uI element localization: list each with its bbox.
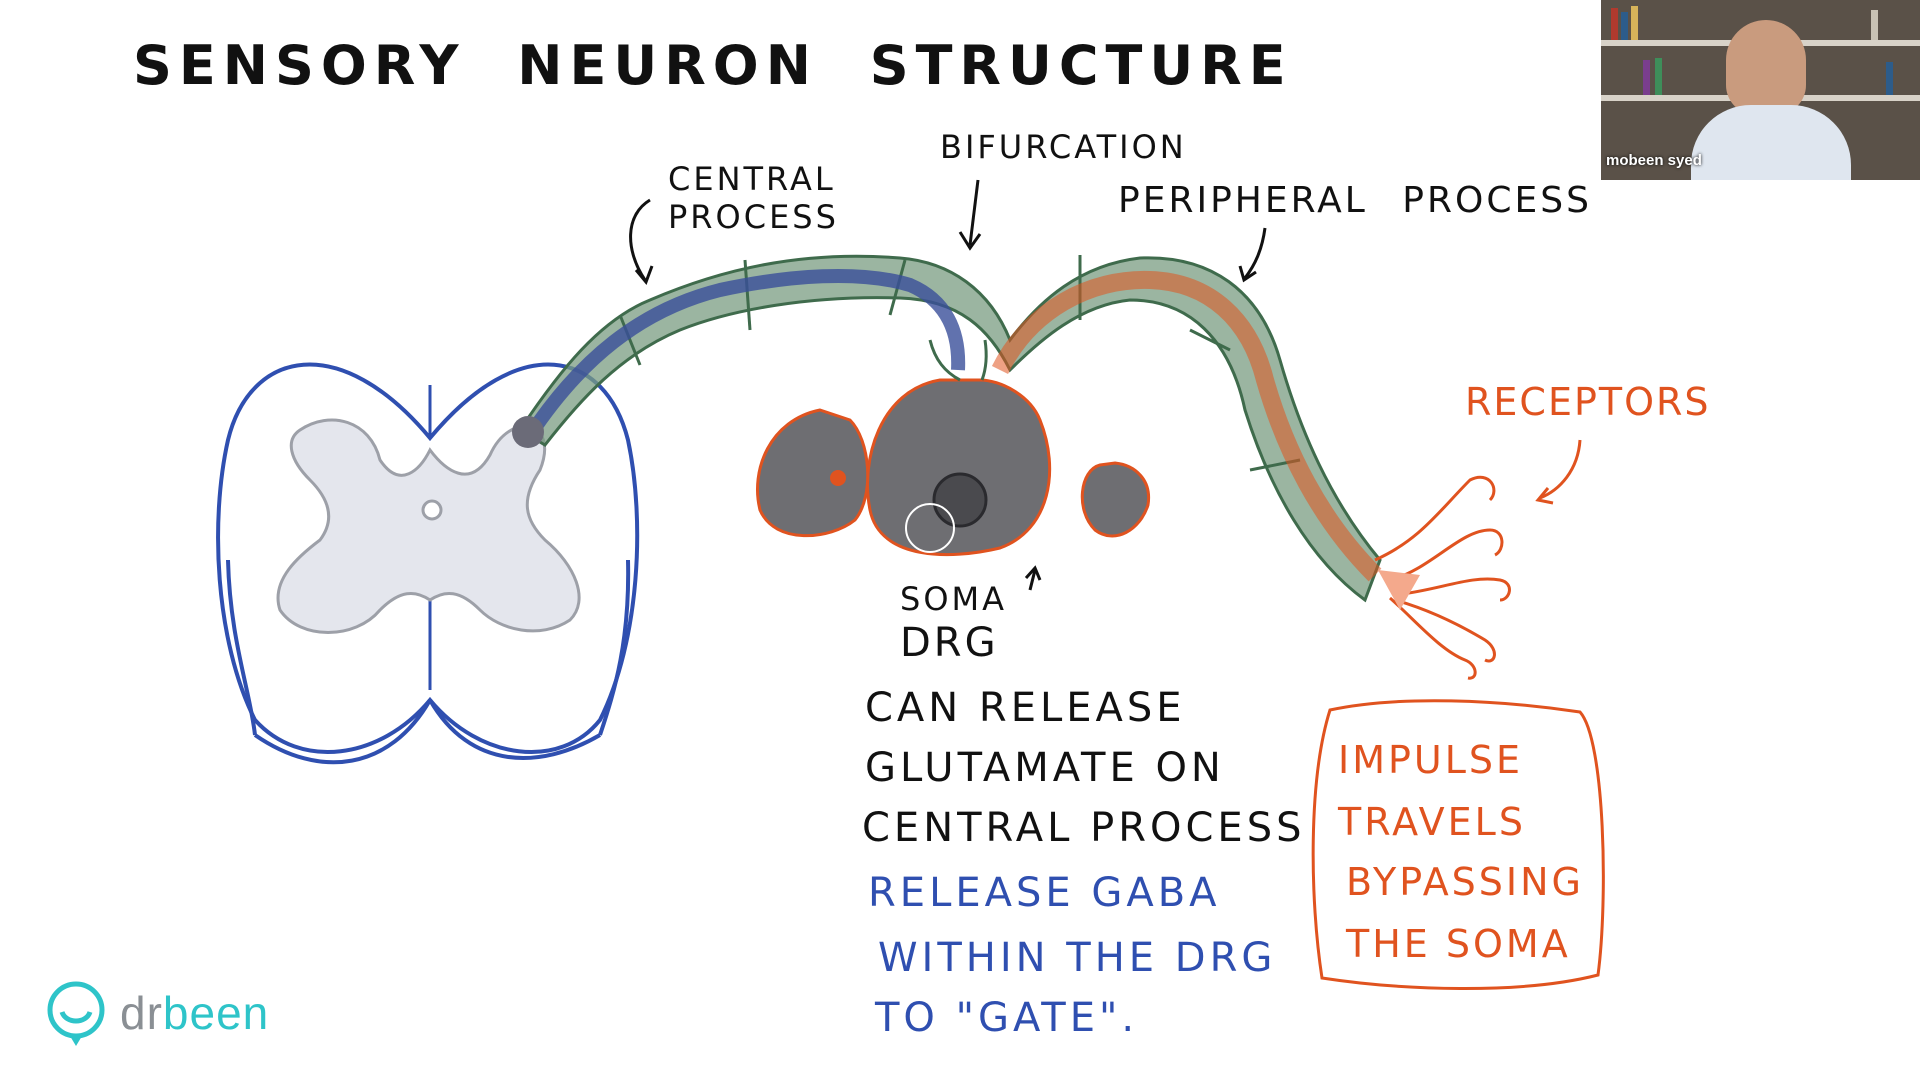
- impulse-line1: Impulse: [1338, 738, 1524, 782]
- webcam-name: mobeen syed: [1606, 152, 1702, 169]
- satellite-cell-left: [756, 408, 870, 538]
- peripheral-process-arrow: [1243, 227, 1267, 279]
- label-soma: Soma: [900, 580, 1007, 618]
- label-bifurcation: Bifurcation: [940, 128, 1187, 166]
- receptor-arrow: [1535, 439, 1582, 505]
- note-blue-line2: within the DRG: [878, 935, 1277, 981]
- note-blue-line1: Release GABA: [868, 870, 1221, 916]
- label-central-process: Central Process: [668, 160, 839, 236]
- receptors: [1374, 476, 1511, 680]
- axon: [512, 254, 1382, 603]
- note-black-line1: Can Release: [865, 685, 1186, 731]
- label-receptors: Receptors: [1465, 380, 1711, 424]
- cursor-ring: [905, 503, 955, 553]
- impulse-line4: the Soma: [1346, 922, 1571, 966]
- impulse-box-outline: [1311, 699, 1605, 991]
- bifurcation-arrow: [968, 179, 980, 246]
- label-central-line1: Central: [668, 160, 836, 198]
- note-black-line2: Glutamate on: [865, 745, 1225, 791]
- brand-prefix: dr: [120, 987, 163, 1039]
- spinal-cord: [216, 362, 640, 765]
- impulse-box: Impulse Travels Bypassing the Soma: [1310, 700, 1600, 985]
- label-drg: DRG: [900, 620, 999, 666]
- webcam-overlay: mobeen syed: [1601, 0, 1920, 180]
- drg-soma: [866, 339, 1052, 557]
- brand-suffix: been: [162, 987, 270, 1039]
- impulse-line3: Bypassing: [1346, 860, 1585, 904]
- label-central-line2: Process: [668, 198, 839, 236]
- note-black-line3: Central Process: [862, 805, 1306, 851]
- satellite-cell-right: [1080, 461, 1151, 538]
- central-process-arrow: [629, 198, 651, 281]
- grey-matter: [276, 418, 581, 634]
- drbeen-logo-icon: [47, 981, 105, 1046]
- presenter: [1726, 20, 1806, 115]
- soma-arrow: [1028, 569, 1037, 591]
- arrows: [629, 179, 1267, 591]
- impulse-line2: Travels: [1338, 800, 1526, 844]
- page-title: Sensory Neuron Structure: [133, 34, 1293, 97]
- note-blue-line3: to "gate".: [875, 995, 1139, 1041]
- brand-wordmark: drbeen: [120, 986, 269, 1040]
- label-peripheral-process: Peripheral Process: [1118, 180, 1592, 221]
